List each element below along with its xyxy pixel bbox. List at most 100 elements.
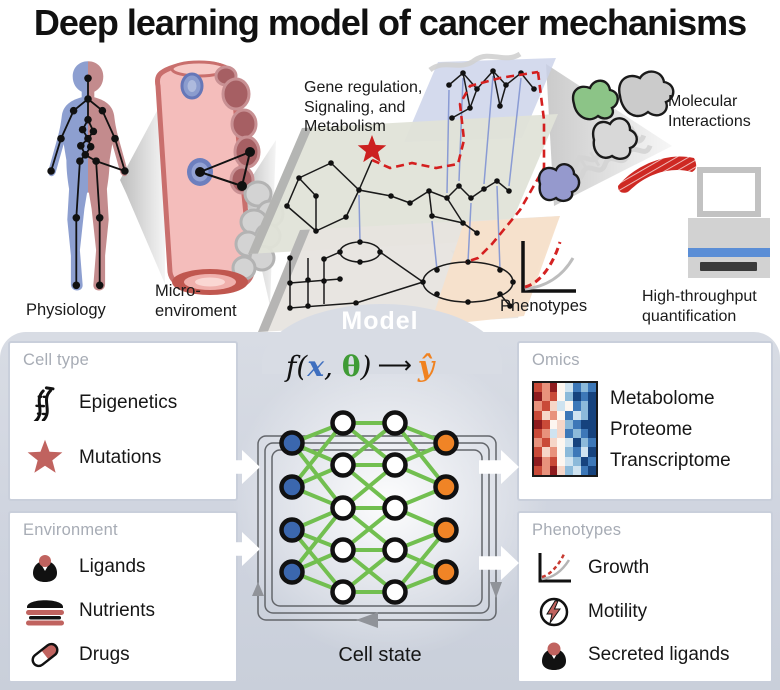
heatmap-cell <box>572 447 581 457</box>
interplane-links <box>358 75 522 271</box>
heatmap-cell <box>541 383 550 393</box>
heatmap-cell <box>580 456 589 466</box>
heatmap-cell <box>557 428 565 439</box>
cell-type-card: Cell type Epigenetics Mutations <box>8 341 238 501</box>
list-item: Ligands <box>23 551 223 583</box>
heatmap-cell <box>572 428 581 439</box>
network-node <box>382 452 408 478</box>
heatmap-cell <box>565 465 573 475</box>
network-node <box>433 474 459 500</box>
heatmap-cell <box>557 447 565 457</box>
heatmap-cell <box>588 438 596 448</box>
heatmap-cell <box>580 447 589 457</box>
beta-sheet-ribbon <box>618 156 697 193</box>
network-node <box>433 430 459 456</box>
phenotype-chart <box>521 241 576 293</box>
dna-icon <box>23 385 67 421</box>
heatmap-cell <box>572 465 581 475</box>
neural-network <box>252 410 502 628</box>
omics-heatmap <box>532 381 598 477</box>
heatmap-cell <box>541 465 550 475</box>
heatmap-cell <box>549 383 558 393</box>
heatmap-cell <box>534 465 542 475</box>
heatmap-cell <box>572 383 581 393</box>
signal-path <box>371 70 546 264</box>
network-node <box>279 474 305 500</box>
heatmap-cell <box>557 465 565 475</box>
heatmap-cell <box>541 401 550 411</box>
motility-icon <box>532 596 576 628</box>
heatmap-cell <box>541 428 550 439</box>
microenvironment-label: Micro- enviroment <box>155 282 237 321</box>
ligand-icon <box>23 551 67 583</box>
heatmap-cell <box>557 438 565 448</box>
network-node <box>279 430 305 456</box>
molecular-interactions-label: Molecular Interactions <box>668 93 751 130</box>
list-item: Secreted ligands <box>532 639 758 671</box>
microenvironment-vessel <box>155 60 285 295</box>
heatmap-cell <box>588 465 596 475</box>
heatmap-cell <box>588 401 596 411</box>
omics-label: Metabolome <box>610 387 715 409</box>
network-edge <box>290 421 345 489</box>
list-item: Nutrients <box>23 594 223 628</box>
list-item-label: Secreted ligands <box>588 644 730 665</box>
heatmap-cell <box>534 383 542 393</box>
list-item-label: Drugs <box>79 644 130 665</box>
cell-network <box>195 147 255 191</box>
heatmap-cell <box>565 438 573 448</box>
phenotypes-label-top: Phenotypes <box>500 297 588 315</box>
heatmap-cell <box>580 419 589 429</box>
cell-state-label: Cell state <box>338 644 422 666</box>
network-planes <box>248 51 560 332</box>
network-node <box>433 517 459 543</box>
heatmap-cell <box>557 410 565 420</box>
network-node <box>433 559 459 585</box>
omics-card: Omics Metabolome Proteome Transcriptome <box>517 341 773 501</box>
heatmap-cell <box>534 438 542 448</box>
pill-icon <box>23 639 67 671</box>
network-node <box>330 452 356 478</box>
heatmap-cell <box>565 456 573 466</box>
heatmap-cell <box>557 419 565 429</box>
heatmap-cell <box>565 428 573 439</box>
protein-gray-1 <box>618 70 675 118</box>
heatmap-cell <box>541 438 550 448</box>
heatmap-cell <box>534 401 542 411</box>
heatmap-cell <box>557 392 565 402</box>
metabolic-network <box>287 239 516 311</box>
heatmap-cell <box>541 410 550 420</box>
high-throughput-label: High-throughput quantification <box>642 288 757 325</box>
list-item-label: Nutrients <box>79 600 156 621</box>
list-item-label: Growth <box>588 557 650 578</box>
network-node <box>279 559 305 585</box>
heatmap-cell <box>572 419 581 429</box>
omics-label: Transcriptome <box>610 449 731 471</box>
heatmap-cell <box>565 410 573 420</box>
list-item-label: Ligands <box>79 556 146 577</box>
figure-title: Deep learning model of cancer mechanisms <box>33 2 747 43</box>
network-node <box>382 537 408 563</box>
mutation-star <box>357 135 387 163</box>
heatmap-cell <box>580 383 589 393</box>
loop-arrowheads <box>252 582 502 628</box>
heatmap-cell <box>549 456 558 466</box>
molecular-cluster <box>537 70 697 203</box>
heatmap-cell <box>557 383 565 393</box>
omics-label: Proteome <box>610 418 693 440</box>
heatmap-cell <box>565 392 573 402</box>
heatmap-cell <box>534 428 542 439</box>
heatmap-cell <box>565 401 573 411</box>
list-item: Epigenetics <box>23 385 223 421</box>
phenotypes-header: Phenotypes <box>532 521 622 539</box>
list-item: Motility <box>532 596 758 628</box>
heatmap-cell <box>557 456 565 466</box>
network-edges <box>290 421 448 594</box>
heatmap-cell <box>580 410 589 420</box>
human-figure <box>47 61 129 291</box>
nutrients-icon <box>23 594 67 628</box>
network-node <box>330 537 356 563</box>
heatmap-cell <box>580 401 589 411</box>
heatmap-cell <box>588 419 596 429</box>
